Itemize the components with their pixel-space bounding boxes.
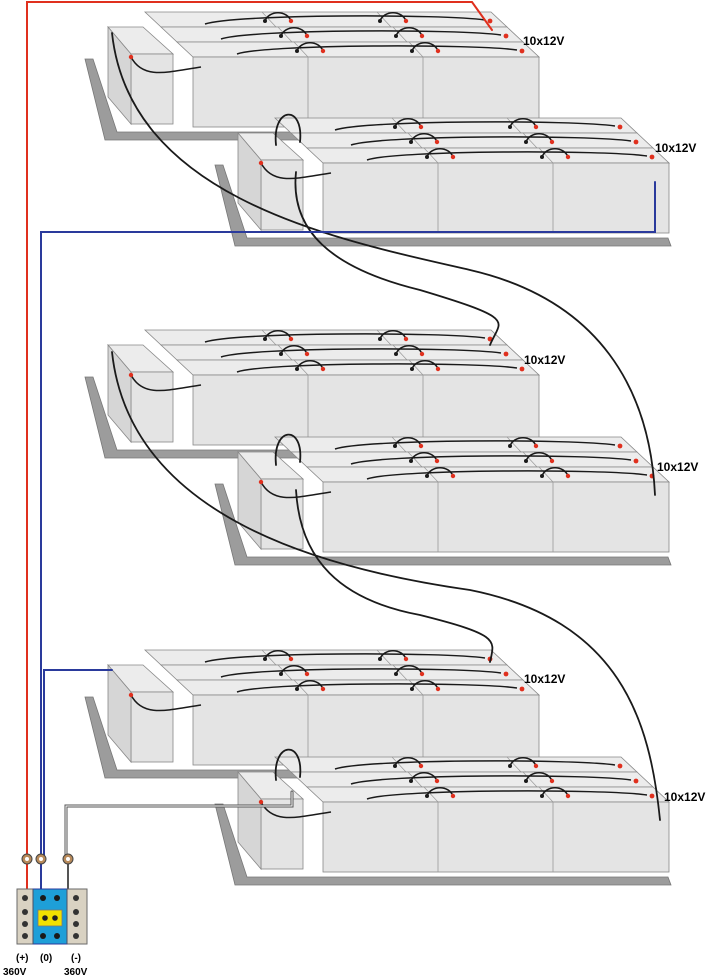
- loop-jumper-1: [274, 113, 302, 146]
- battery-bank-6: [214, 756, 672, 886]
- terminal-negative-voltage: 360V: [64, 967, 88, 978]
- loop-jumper-3: [274, 748, 302, 781]
- terminal-positive-voltage: 360V: [3, 967, 27, 978]
- bank-2-label: 10x12V: [655, 141, 696, 155]
- battery-bank-5: [84, 649, 542, 779]
- bank-1-label: 10x12V: [523, 34, 564, 48]
- bank-5-label: 10x12V: [524, 672, 565, 686]
- positive-wire: [26, 0, 493, 860]
- bank-4-label: 10x12V: [657, 460, 698, 474]
- terminal-negative-polarity: (-): [71, 953, 81, 964]
- neutral-wire-bottom: [43, 669, 113, 860]
- fuse-holders: [21, 853, 74, 865]
- terminal-positive-polarity: (+): [16, 953, 29, 964]
- bank-3-label: 10x12V: [524, 353, 565, 367]
- loop-jumper-2: [274, 433, 302, 466]
- neutral-wire-top: [40, 181, 656, 860]
- bank-interconnect-2: [294, 171, 500, 346]
- bank-interconnect-3: [111, 351, 661, 821]
- bank-6-label: 10x12V: [664, 790, 705, 804]
- bank-interconnect-4: [295, 489, 494, 663]
- terminal-neutral-polarity: (0): [40, 953, 52, 964]
- bank-interconnect-1: [111, 32, 656, 496]
- battery-bank-1: [84, 11, 542, 141]
- battery-bank-2: [214, 117, 672, 247]
- terminal-block: [16, 888, 88, 945]
